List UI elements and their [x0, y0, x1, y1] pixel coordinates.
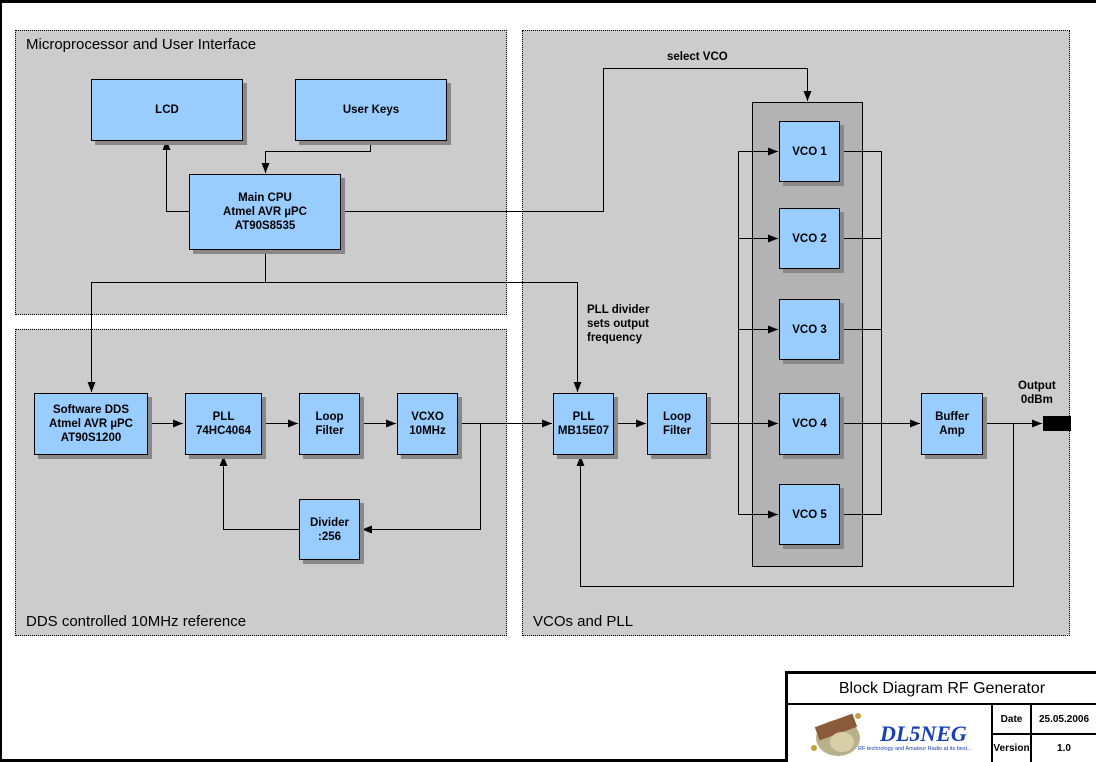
date-label: Date [993, 705, 1032, 735]
block-divider: Divider :256 [299, 499, 360, 560]
wire-cpu-lcd [162, 140, 191, 212]
logo-tagline: RF technology and Amateur Radio at its b… [858, 746, 972, 752]
label-output: Output 0dBm [1018, 380, 1056, 406]
wire-select-vco [340, 68, 812, 212]
logo-name: DL5NEG [880, 721, 967, 746]
section-dds-reference: DDS controlled 10MHz reference [15, 329, 507, 636]
block-loop-filter-1: Loop Filter [299, 393, 360, 455]
block-vco-3: VCO 3 [779, 299, 840, 360]
date-value: 25.05.2006 [1032, 705, 1096, 735]
block-software-dds: Software DDS Atmel AVR µPC AT90S1200 [34, 393, 148, 455]
wire-divider-pll1 [219, 456, 300, 530]
block-vco-4: VCO 4 [779, 393, 840, 455]
block-pll-mb15e07: PLL MB15E07 [553, 393, 614, 455]
wire-vco-output-bus [839, 151, 882, 515]
block-vco-5: VCO 5 [779, 484, 840, 545]
section-title-microprocessor: Microprocessor and User Interface [26, 36, 257, 53]
version-value: 1.0 [1057, 743, 1071, 754]
block-vco-2: VCO 2 [779, 208, 840, 269]
block-vco-1: VCO 1 [779, 121, 840, 182]
wire-cpu-pll2 [265, 282, 582, 392]
section-microprocessor: Microprocessor and User Interface [15, 30, 507, 315]
wire-keys-cpu [261, 140, 371, 173]
label-select-vco: select VCO [667, 51, 728, 63]
wire-vcxo-divider [362, 423, 481, 534]
output-connector [1043, 416, 1071, 431]
block-loop-filter-2: Loop Filter [647, 393, 707, 455]
logo: DL5NEG RF technology and Amateur Radio a… [788, 705, 993, 762]
block-vcxo: VCXO 10MHz [397, 393, 458, 455]
section-title-vco: VCOs and PLL [533, 613, 634, 630]
block-buffer-amp: Buffer Amp [921, 393, 983, 455]
block-main-cpu: Main CPU Atmel AVR µPC AT90S8535 [189, 174, 341, 250]
logo-image-icon [811, 713, 861, 756]
title-block: Block Diagram RF Generator DL5NEG RF tec… [785, 671, 1096, 762]
label-pll-divider: PLL divider sets output frequency [587, 304, 650, 344]
block-user-keys: User Keys [295, 79, 447, 141]
version-label: Version [993, 735, 1032, 762]
wire-cpu-dds [87, 282, 266, 392]
wire-feedback-pll2 [576, 423, 1014, 587]
section-title-dds: DDS controlled 10MHz reference [26, 613, 247, 630]
drawing-title: Block Diagram RF Generator [788, 674, 1096, 705]
block-pll-74hc4064: PLL 74HC4064 [185, 393, 262, 455]
block-lcd: LCD [91, 79, 243, 141]
